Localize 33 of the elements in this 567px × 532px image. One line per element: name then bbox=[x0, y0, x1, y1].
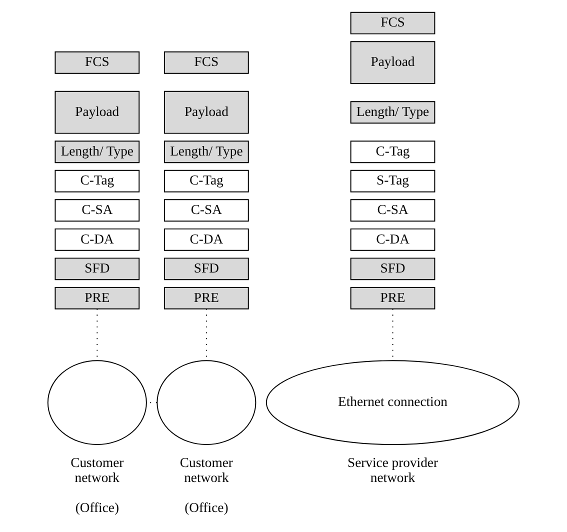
node-box: C-SA bbox=[164, 199, 249, 222]
node-box: Length/ Type bbox=[164, 140, 249, 164]
node-label: Service provider network bbox=[347, 455, 438, 485]
node-box: PRE bbox=[350, 286, 436, 310]
node-ellipse: Ethernet connection bbox=[266, 360, 520, 446]
node-box: SFD bbox=[54, 258, 140, 280]
node-label: (Office) bbox=[75, 500, 120, 516]
node-circle bbox=[156, 360, 256, 446]
node-box: FCS bbox=[54, 51, 140, 74]
node-box: C-DA bbox=[350, 228, 436, 251]
node-box: Payload bbox=[54, 90, 140, 134]
node-box: PRE bbox=[54, 286, 140, 310]
node-box: S-Tag bbox=[350, 170, 436, 192]
node-box: C-Tag bbox=[164, 170, 249, 192]
node-label: (Office) bbox=[184, 500, 228, 516]
node-label: Customer network bbox=[180, 455, 233, 485]
node-box: C-DA bbox=[164, 228, 249, 251]
node-box: Payload bbox=[350, 41, 436, 84]
node-box: FCS bbox=[350, 12, 436, 34]
node-box: Length/ Type bbox=[54, 140, 140, 164]
node-box: C-Tag bbox=[54, 170, 140, 192]
node-box: SFD bbox=[350, 258, 436, 280]
node-box: FCS bbox=[164, 51, 249, 74]
node-box: PRE bbox=[164, 286, 249, 310]
node-label: Customer network bbox=[70, 455, 124, 485]
node-box: C-Tag bbox=[350, 140, 436, 164]
node-box: Payload bbox=[164, 90, 249, 134]
node-box: C-SA bbox=[54, 199, 140, 222]
node-box: C-DA bbox=[54, 228, 140, 251]
node-box: Length/ Type bbox=[350, 101, 436, 124]
node-box: SFD bbox=[164, 258, 249, 280]
node-circle bbox=[47, 360, 147, 446]
node-box: C-SA bbox=[350, 199, 436, 222]
